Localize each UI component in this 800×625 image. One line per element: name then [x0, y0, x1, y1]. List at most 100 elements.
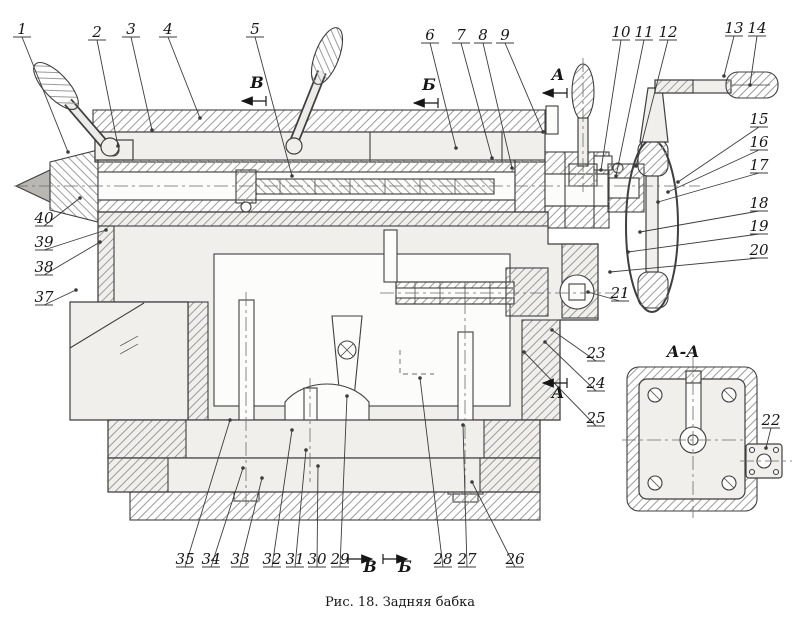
part-number-24: 24: [585, 374, 605, 392]
callout-16: 16: [666, 133, 769, 194]
screw-nut-block: [505, 267, 549, 317]
part-number-30: 30: [307, 550, 327, 568]
part-number-14: 14: [747, 19, 766, 37]
callout-11: 11: [614, 23, 654, 178]
callout-28: 28: [418, 376, 453, 568]
part-number-31: 31: [285, 550, 304, 568]
callout-31: 31: [285, 448, 308, 568]
part-number-32: 32: [262, 550, 281, 568]
body-internals: [284, 229, 595, 421]
section-marker-Б-5: Б: [382, 554, 412, 576]
lever-grip: [310, 27, 344, 85]
part-number-34: 34: [201, 550, 220, 568]
part-number-2: 2: [91, 23, 102, 41]
callout-27: 27: [456, 423, 477, 568]
callout-17: 17: [656, 156, 769, 204]
callout-24: 24: [543, 340, 606, 392]
callout-19: 19: [626, 217, 769, 254]
callout-10: 10: [599, 23, 631, 172]
callout-14: 14: [747, 19, 767, 87]
part-number-1: 1: [17, 20, 27, 38]
part-number-39: 39: [34, 233, 54, 251]
callout-33: 33: [230, 476, 264, 568]
section-marker-Б-1: Б: [412, 75, 439, 108]
lever-boss: [100, 137, 120, 157]
part-number-25: 25: [585, 409, 605, 427]
callout-18: 18: [638, 194, 769, 234]
part-number-38: 38: [34, 258, 53, 276]
part-number-21: 21: [609, 284, 629, 302]
callout-26: 26: [470, 480, 525, 568]
part-number-17: 17: [749, 156, 769, 174]
callout-20: 20: [608, 241, 769, 274]
part-number-8: 8: [478, 26, 488, 44]
part-number-5: 5: [250, 20, 260, 38]
callout-3: 3: [122, 20, 154, 132]
section-marker-В-0: В: [240, 73, 267, 106]
callout-8: 8: [474, 26, 514, 170]
lever-boss: [285, 137, 303, 155]
part-number-29: 29: [329, 550, 350, 568]
quill-nut: [235, 169, 257, 204]
callout-1: 1: [13, 20, 70, 154]
quill-screw: [255, 178, 495, 195]
part-number-9: 9: [500, 26, 510, 44]
screw-shaft-end: [608, 177, 640, 199]
part-number-23: 23: [585, 344, 605, 362]
part-number-10: 10: [611, 23, 631, 41]
rim-section-top: [637, 139, 669, 177]
upper-casting: [94, 131, 546, 163]
callout-9: 9: [496, 26, 545, 134]
callout-21: 21: [586, 284, 630, 302]
section-view-a-a: [626, 366, 783, 512]
part-number-28: 28: [432, 550, 452, 568]
part-number-12: 12: [658, 23, 677, 41]
callout-35: 35: [175, 418, 232, 568]
callout-7: 7: [452, 26, 494, 160]
base-plate: [107, 419, 541, 521]
callout-25: 25: [522, 350, 606, 427]
left-bracket: [69, 301, 189, 421]
part-number-19: 19: [749, 217, 769, 235]
callout-5: 5: [246, 20, 294, 178]
callout-34: 34: [201, 466, 245, 568]
callout-37: 37: [34, 288, 78, 306]
sole-plate: [129, 491, 541, 521]
rim-section-bottom: [637, 271, 669, 309]
part-number-3: 3: [126, 20, 136, 38]
handwheel-spoke: [645, 175, 659, 273]
part-number-37: 37: [34, 288, 54, 306]
part-number-33: 33: [230, 550, 249, 568]
section-letter-А: А: [550, 65, 564, 84]
callout-39: 39: [34, 228, 108, 251]
callout-29: 29: [329, 394, 350, 568]
guide-rail: [92, 105, 559, 135]
section-view-title: А-А: [666, 342, 700, 361]
part-number-22: 22: [760, 411, 780, 429]
callout-2: 2: [88, 23, 120, 148]
wedge-pivot: [337, 340, 357, 360]
part-number-26: 26: [504, 550, 525, 568]
callout-12: 12: [634, 23, 678, 168]
callout-23: 23: [550, 328, 606, 362]
section-marker-А-3: А: [541, 378, 568, 402]
callout-13: 13: [722, 19, 744, 78]
clamp-lever-upper: [285, 27, 344, 155]
clamp-lever-left: [33, 62, 120, 157]
part-number-16: 16: [749, 133, 769, 151]
section-letter-В: В: [362, 557, 377, 576]
callout-4: 4: [159, 20, 202, 120]
callout-30: 30: [307, 464, 327, 568]
part-number-13: 13: [724, 19, 743, 37]
part-number-20: 20: [748, 241, 769, 259]
section-marker-А-2: А: [541, 65, 568, 98]
part-number-35: 35: [175, 550, 194, 568]
part-number-11: 11: [634, 23, 653, 41]
part-number-40: 40: [33, 209, 54, 227]
part-number-7: 7: [456, 26, 466, 44]
part-number-15: 15: [749, 110, 768, 128]
callout-6: 6: [421, 26, 458, 150]
nut-pin: [240, 201, 252, 213]
